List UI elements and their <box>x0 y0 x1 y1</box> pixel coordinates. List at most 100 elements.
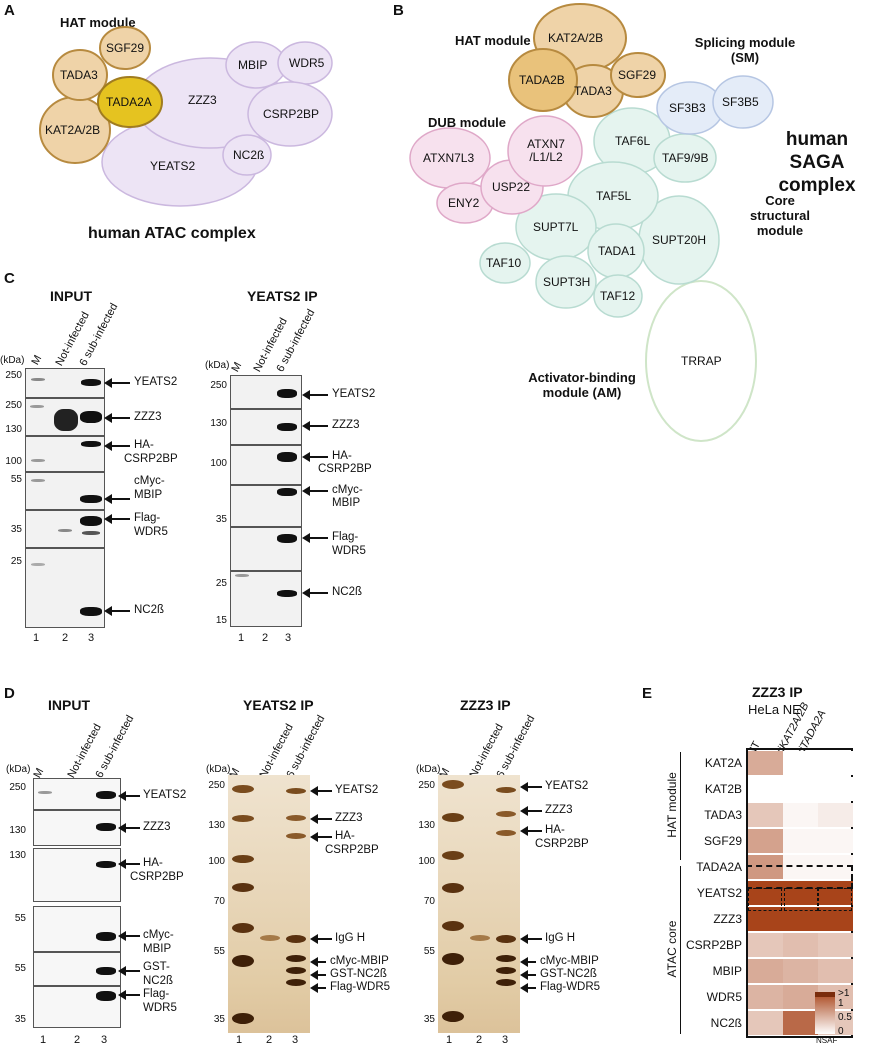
c-input-label-csrp2bp: CSRP2BP <box>124 453 178 465</box>
c-input-marker-55: 55 <box>10 474 22 485</box>
label-taf6l: TAF6L <box>615 134 651 148</box>
d-zzz-label-csrp2bp: CSRP2BP <box>535 838 589 850</box>
c-ip-blot-wdr5 <box>230 527 302 571</box>
c-ip-blot-csrp2bp <box>230 445 302 485</box>
c-input-label-yeats2: YEATS2 <box>134 376 178 388</box>
c-ip-marker-250: 250 <box>210 380 227 391</box>
d-zzz-label-igg: IgG H <box>545 932 576 944</box>
panel-b-splicing-label: Splicing module (SM) <box>690 35 800 65</box>
panel-d-zzz-title: ZZZ3 IP <box>460 697 511 713</box>
d-zzz-arrow-wdr5 <box>520 983 536 993</box>
heatmap-cell <box>748 959 783 983</box>
d-yeats-gel <box>228 775 310 1033</box>
heatmap-dashed-box <box>746 865 853 889</box>
c-ip-arrow-csrp2bp <box>302 452 328 462</box>
c-input-marker-250b: 250 <box>5 400 22 411</box>
c-input-label-flag: Flag- <box>134 512 161 524</box>
label-supt7l: SUPT7L <box>533 220 579 234</box>
heatmap-cell <box>783 1011 818 1035</box>
heatmap-cell <box>748 1011 783 1035</box>
d-input-arrow-wdr5 <box>118 990 140 1000</box>
d-yeats-marker-55: 55 <box>213 946 225 957</box>
c-ip-arrow-yeats2 <box>302 390 328 400</box>
d-input-label-yeats2: YEATS2 <box>143 789 187 801</box>
d-yeats-label-ha: HA- <box>335 830 355 842</box>
atxn7-line2: /L1/L2 <box>529 150 563 164</box>
c-input-blot-nc2b <box>25 548 105 628</box>
label-csrp2bp-a: CSRP2BP <box>263 107 320 121</box>
d-zzz-label-yeats2: YEATS2 <box>545 780 589 792</box>
d-zzz-lane-num-2: 2 <box>476 1034 483 1046</box>
label-kat2ab-a: KAT2A/2B <box>45 123 101 137</box>
heatmap-cell <box>818 803 853 827</box>
panel-a-title: human ATAC complex <box>88 225 256 242</box>
d-yeats-marker-130: 130 <box>208 820 225 831</box>
panel-b-letter: B <box>393 2 404 19</box>
d-input-label-csrp2bp: CSRP2BP <box>130 871 184 883</box>
atac-group-bracket <box>680 866 681 1034</box>
c-input-blot-mbip <box>25 472 105 510</box>
c-input-blot-wdr5 <box>25 510 105 548</box>
heatmap-cell <box>818 777 853 801</box>
heatmap-cell <box>783 803 818 827</box>
c-input-lane-num-1: 1 <box>33 632 40 644</box>
saga-title-line1: human <box>785 129 849 150</box>
heatmap-row-label: ZZZ3 <box>713 912 742 926</box>
panel-e-title: ZZZ3 IP <box>752 684 803 700</box>
c-ip-arrow-mbip <box>302 486 328 496</box>
c-input-arrow-csrp2bp <box>104 441 130 451</box>
heatmap-cell <box>818 959 853 983</box>
heatmap-cell <box>783 985 818 1009</box>
heatmap-cell <box>748 907 783 931</box>
heatmap-row-label: YEATS2 <box>696 886 742 900</box>
d-input-marker-130b: 130 <box>9 850 26 861</box>
panel-b-hat-label: HAT module <box>455 33 531 48</box>
label-wdr5-a: WDR5 <box>289 56 325 70</box>
d-input-blot-mbip <box>33 906 121 952</box>
heatmap-cell <box>783 855 818 879</box>
d-input-kda: (kDa) <box>6 764 31 775</box>
c-ip-blot-yeats2 <box>230 375 302 409</box>
c-ip-label-zzz3: ZZZ3 <box>332 419 360 431</box>
heatmap-cell <box>783 829 818 853</box>
panel-c-input-title: INPUT <box>50 288 92 304</box>
c-input-label-wdr5: WDR5 <box>134 526 168 538</box>
c-ip-marker-25: 25 <box>215 578 227 589</box>
d-input-label-nc2b: NC2ß <box>143 975 174 987</box>
d-yeats-marker-70: 70 <box>213 896 225 907</box>
legend-max: >1 <box>838 988 850 999</box>
c-ip-arrow-nc2b <box>302 588 328 598</box>
heatmap-dashed-cell-nt <box>748 888 782 911</box>
d-input-label-zzz3: ZZZ3 <box>143 821 171 833</box>
d-zzz-marker-100: 100 <box>418 856 435 867</box>
node-sf3b5 <box>712 75 774 129</box>
c-input-arrow-yeats2 <box>104 378 130 388</box>
d-input-arrow-csrp2bp <box>118 859 140 869</box>
panel-b-title: human SAGA complex <box>752 128 882 197</box>
d-yeats-arrow-wdr5 <box>310 983 326 993</box>
d-input-label-wdr5: WDR5 <box>143 1002 177 1014</box>
label-supt20h: SUPT20H <box>652 233 707 247</box>
c-input-label-ha: HA- <box>134 439 154 451</box>
c-input-arrow-mbip <box>104 494 130 504</box>
d-zzz-arrow-zzz3 <box>520 806 542 816</box>
d-input-marker-35: 35 <box>14 1014 26 1025</box>
d-input-label-ha: HA- <box>143 857 163 869</box>
c-ip-lane-num-3: 3 <box>285 632 292 644</box>
c-ip-arrow-wdr5 <box>302 533 328 543</box>
c-input-lane-num-2: 2 <box>62 632 69 644</box>
d-zzz-marker-70: 70 <box>423 896 435 907</box>
node-sgf29-b <box>610 52 666 98</box>
d-zzz-lane-num-1: 1 <box>446 1034 453 1046</box>
panel-d-yeats-title: YEATS2 IP <box>243 697 314 713</box>
d-zzz-label-cmyc-mbip: cMyc-MBIP <box>540 955 599 967</box>
c-input-arrow-nc2b <box>104 606 130 616</box>
label-atxn7: ATXN7 /L1/L2 <box>524 138 568 164</box>
heatmap-cell <box>748 777 783 801</box>
node-tada2b <box>508 48 578 112</box>
c-ip-lane-num-1: 1 <box>238 632 245 644</box>
c-ip-arrow-zzz3 <box>302 421 328 431</box>
c-ip-lane-num-2: 2 <box>262 632 269 644</box>
c-input-marker-35: 35 <box>10 524 22 535</box>
